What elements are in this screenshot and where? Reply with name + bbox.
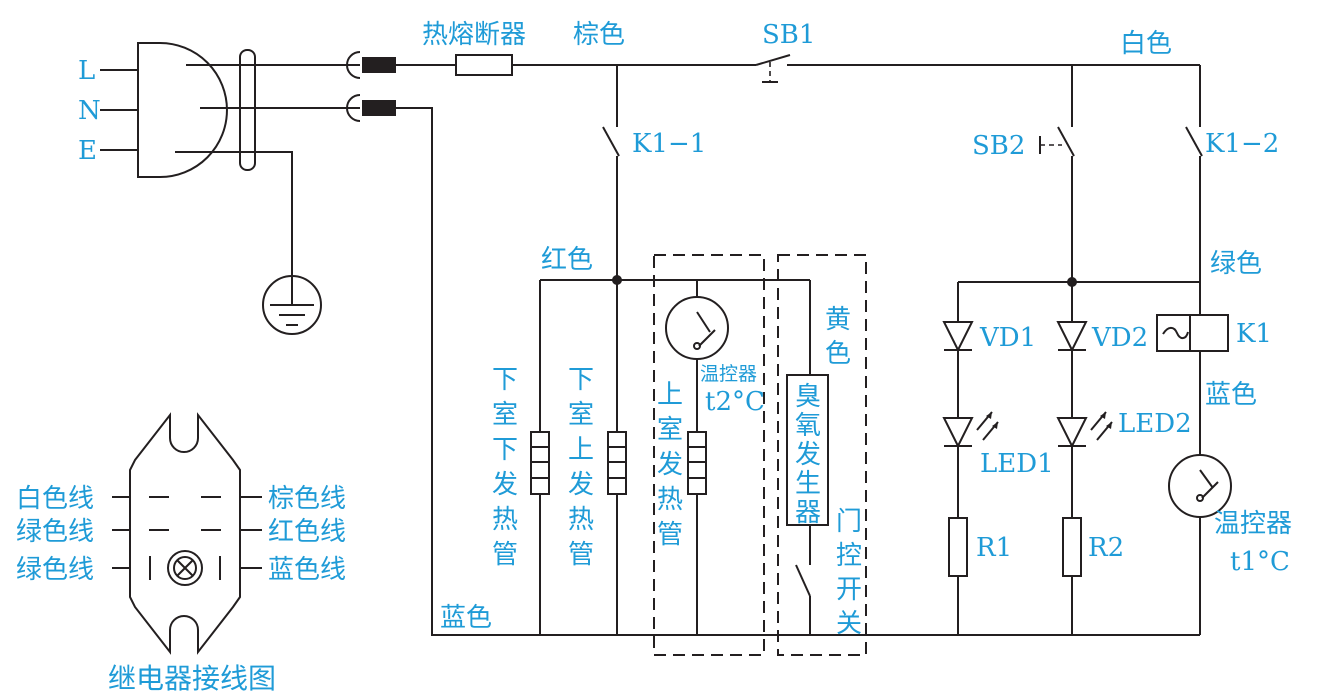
svg-text:下: 下 bbox=[492, 435, 518, 465]
plug-label-l: L bbox=[78, 56, 95, 86]
ozone-generator bbox=[786, 280, 829, 635]
neutral-line bbox=[396, 107, 1200, 636]
led2-label: LED2 bbox=[1118, 409, 1192, 439]
thermostat-t2-name: 温控器 bbox=[700, 363, 757, 385]
svg-text:室: 室 bbox=[657, 415, 683, 445]
svg-text:室: 室 bbox=[492, 400, 518, 430]
blue-wire-label-right: 蓝色 bbox=[1205, 380, 1257, 410]
r1-label: R1 bbox=[976, 533, 1012, 563]
svg-text:管: 管 bbox=[492, 540, 518, 570]
thermal-fuse bbox=[455, 54, 513, 76]
k1-2-label: K1−2 bbox=[1205, 129, 1279, 159]
svg-text:发: 发 bbox=[657, 450, 683, 480]
svg-text:上: 上 bbox=[568, 435, 594, 465]
r2-label: R2 bbox=[1088, 533, 1124, 563]
power-cord bbox=[175, 49, 360, 282]
lower-upper-heater-label: 下 室 上 发 热 管 bbox=[568, 365, 594, 570]
k1-coil bbox=[1156, 282, 1229, 456]
lower-upper-heater bbox=[607, 280, 627, 635]
thermostat-t1-name: 温控器 bbox=[1214, 509, 1292, 539]
svg-text:臭: 臭 bbox=[795, 382, 821, 412]
svg-text:热: 热 bbox=[568, 505, 594, 535]
sb1-label: SB1 bbox=[762, 20, 815, 50]
svg-text:氧: 氧 bbox=[795, 411, 821, 441]
r1 bbox=[948, 517, 968, 635]
k1-1-contact bbox=[602, 65, 620, 280]
plug-label-e: E bbox=[78, 136, 97, 166]
led1-label: LED1 bbox=[980, 449, 1054, 479]
thermostat-t1 bbox=[1168, 454, 1232, 635]
yellow-wire-label: 黄 色 bbox=[825, 305, 851, 369]
ozone-box bbox=[777, 254, 867, 656]
svg-text:关: 关 bbox=[836, 609, 862, 639]
green-wire-label: 绿色 bbox=[1210, 249, 1262, 279]
svg-text:热: 热 bbox=[657, 485, 683, 515]
relay-left-green-2: 绿色线 bbox=[16, 555, 94, 585]
svg-text:下: 下 bbox=[568, 365, 594, 395]
led2 bbox=[1056, 411, 1113, 518]
svg-text:发: 发 bbox=[568, 470, 594, 500]
sb1-switch bbox=[755, 54, 791, 66]
live-line bbox=[396, 54, 1200, 83]
white-wire-label: 白色 bbox=[1120, 29, 1172, 59]
relay-left-white: 白色线 bbox=[16, 484, 94, 514]
brown-wire-label: 棕色 bbox=[573, 20, 625, 50]
svg-text:发: 发 bbox=[795, 440, 821, 470]
svg-text:室: 室 bbox=[568, 400, 594, 430]
svg-text:黄: 黄 bbox=[825, 305, 851, 335]
thermostat-t2 bbox=[665, 280, 729, 432]
ground-symbol bbox=[262, 275, 322, 335]
vd2-label: VD2 bbox=[1091, 323, 1148, 353]
svg-text:发: 发 bbox=[492, 470, 518, 500]
svg-text:上: 上 bbox=[657, 380, 683, 410]
relay-wiring-diagram bbox=[112, 412, 262, 655]
svg-text:开: 开 bbox=[836, 575, 862, 605]
sb2-switch bbox=[1039, 65, 1075, 282]
svg-text:下: 下 bbox=[492, 365, 518, 395]
relay-right-blue: 蓝色线 bbox=[268, 555, 346, 585]
ozone-label: 臭 氧 发 生 器 bbox=[795, 382, 821, 528]
svg-text:生: 生 bbox=[795, 469, 821, 499]
upper-heater-label: 上 室 发 热 管 bbox=[657, 380, 683, 550]
red-wire-label: 红色 bbox=[541, 245, 593, 275]
plug-connectors bbox=[346, 51, 396, 122]
vd1-diode bbox=[942, 282, 974, 418]
led1 bbox=[942, 411, 999, 518]
relay-diagram-title: 继电器接线图 bbox=[108, 662, 276, 695]
blue-wire-label-left: 蓝色 bbox=[440, 603, 492, 633]
svg-text:门: 门 bbox=[836, 507, 862, 537]
upper-heater bbox=[687, 431, 707, 635]
fuse-label: 热熔断器 bbox=[422, 20, 526, 50]
svg-text:管: 管 bbox=[568, 540, 594, 570]
lower-lower-heater-label: 下 室 下 发 热 管 bbox=[492, 365, 518, 570]
k1-coil-label: K1 bbox=[1236, 319, 1272, 349]
door-switch-label: 门 控 开 关 bbox=[836, 507, 862, 639]
thermostat-t2-temp: t2°C bbox=[705, 387, 765, 417]
svg-text:控: 控 bbox=[836, 541, 862, 571]
thermostat-t1-temp: t1°C bbox=[1230, 547, 1290, 577]
svg-text:管: 管 bbox=[657, 520, 683, 550]
r2 bbox=[1062, 517, 1082, 635]
svg-text:器: 器 bbox=[795, 498, 821, 528]
plug-label-n: N bbox=[78, 96, 101, 126]
k1-1-label: K1−1 bbox=[632, 129, 706, 159]
lower-lower-heater bbox=[530, 280, 550, 635]
relay-right-red: 红色线 bbox=[268, 517, 346, 547]
svg-text:热: 热 bbox=[492, 505, 518, 535]
relay-left-green-1: 绿色线 bbox=[16, 517, 94, 547]
svg-text:色: 色 bbox=[825, 339, 851, 369]
sb2-label: SB2 bbox=[972, 131, 1025, 161]
k1-2-contact bbox=[1185, 65, 1203, 282]
door-switch bbox=[795, 564, 811, 597]
vd1-label: VD1 bbox=[979, 323, 1036, 353]
relay-right-brown: 棕色线 bbox=[268, 484, 346, 514]
power-plug: L N E bbox=[78, 42, 228, 178]
upper-chamber-box bbox=[653, 254, 765, 656]
vd2-diode bbox=[1056, 282, 1088, 418]
